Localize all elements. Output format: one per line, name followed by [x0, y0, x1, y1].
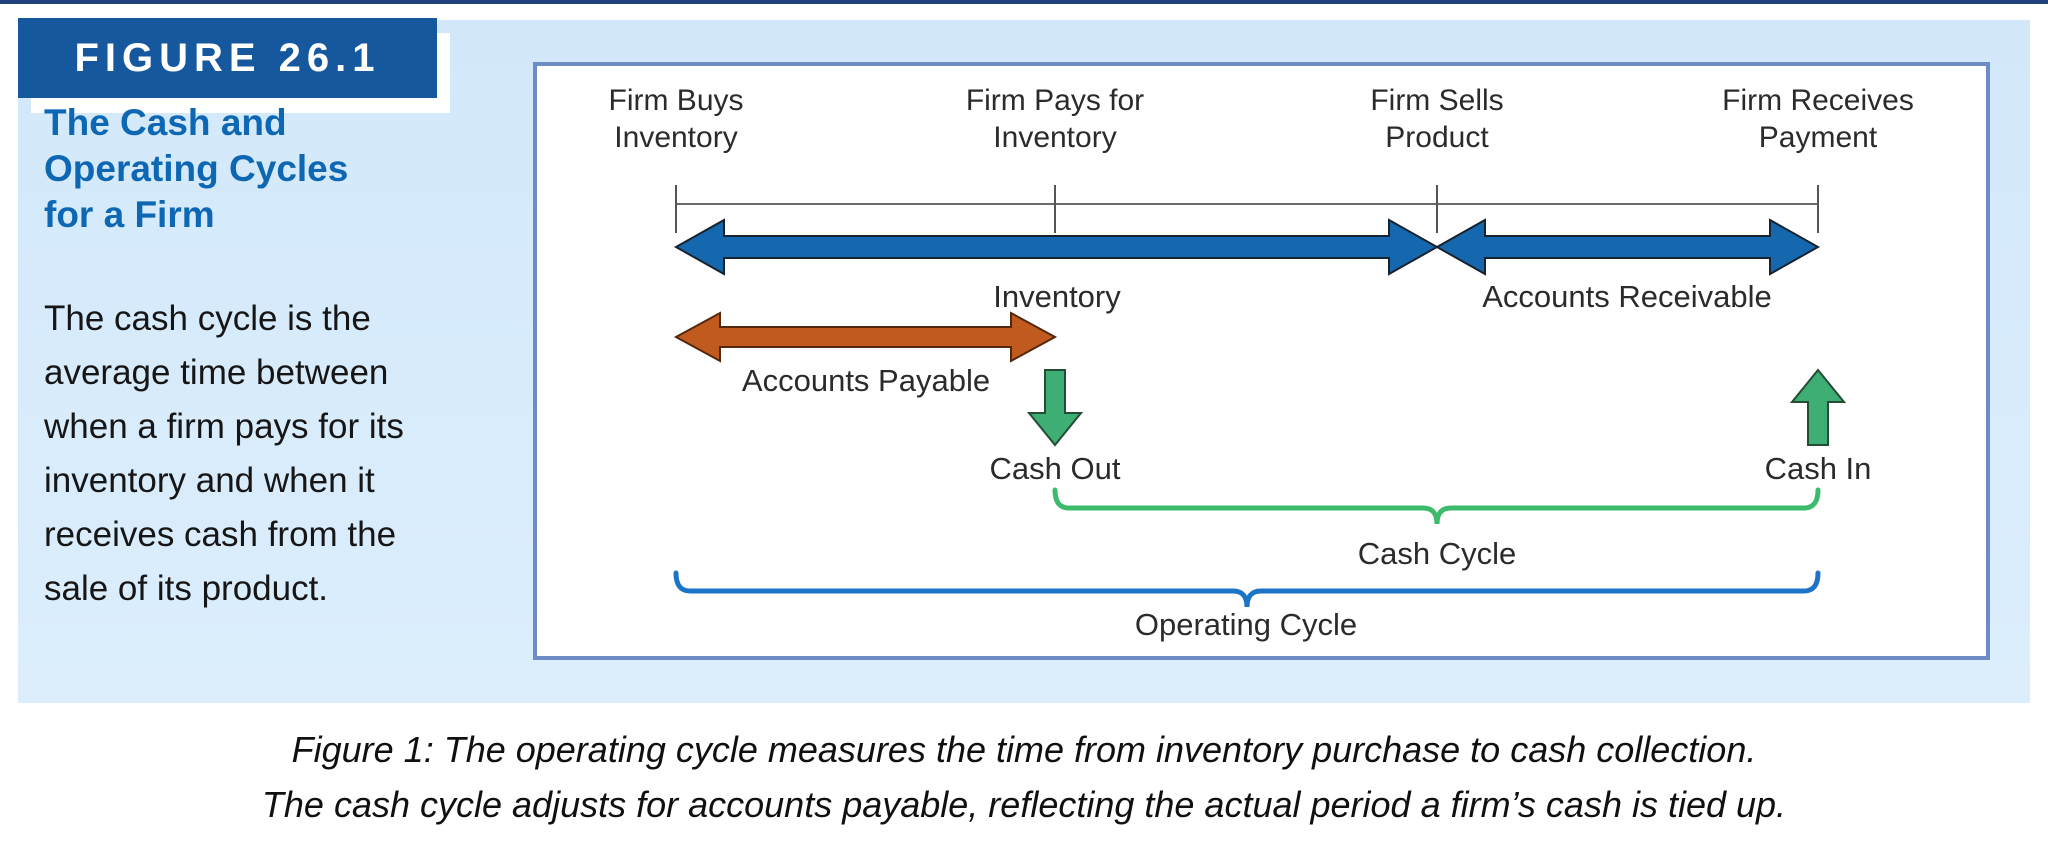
operating-cycle-label: Operating Cycle [1134, 607, 1358, 642]
accounts-payable-span-label: Accounts Payable [741, 363, 991, 398]
caption-line-1: Figure 1: The operating cycle measures t… [291, 729, 1757, 770]
event-label-firm-pays-for-inventory: Firm Pays for Inventory [965, 84, 1145, 154]
event-label-firm-buys-inventory: Firm Buys Inventory [608, 84, 744, 154]
timeline [675, 185, 1819, 233]
figure-title: The Cash and Operating Cycles for a Firm [44, 102, 349, 235]
accounts-receivable-arrow [1434, 218, 1821, 276]
cash-out-arrow-icon [1026, 369, 1084, 447]
cash-in-arrow-icon [1789, 368, 1847, 446]
cash-cycle-brace [1052, 487, 1821, 525]
operating-cycle-brace [673, 570, 1821, 608]
inventory-span-label: Inventory [993, 279, 1121, 314]
cash-in-label: Cash In [1764, 451, 1872, 486]
figure-description: The cash cycle is the average time betwe… [44, 299, 404, 608]
cash-out-label: Cash Out [989, 451, 1121, 486]
event-label-firm-receives-payment: Firm Receives Payment [1722, 84, 1914, 154]
diagram-canvas [673, 185, 1847, 608]
accounts-receivable-span-label: Accounts Receivable [1482, 279, 1772, 314]
figure-number-box: FIGURE 26.1 [18, 18, 437, 98]
cash-cycle-label: Cash Cycle [1357, 536, 1517, 571]
figure-caption: Figure 1: The operating cycle measures t… [0, 722, 2048, 832]
diagram-frame [533, 62, 1990, 660]
event-label-firm-sells-product: Firm Sells Product [1370, 84, 1504, 154]
figure-number-label: FIGURE 26.1 [74, 35, 381, 80]
accounts-payable-arrow [673, 311, 1058, 363]
top-border-line [0, 0, 2048, 4]
inventory-arrow [673, 218, 1440, 276]
caption-line-2: The cash cycle adjusts for accounts paya… [261, 784, 1787, 825]
